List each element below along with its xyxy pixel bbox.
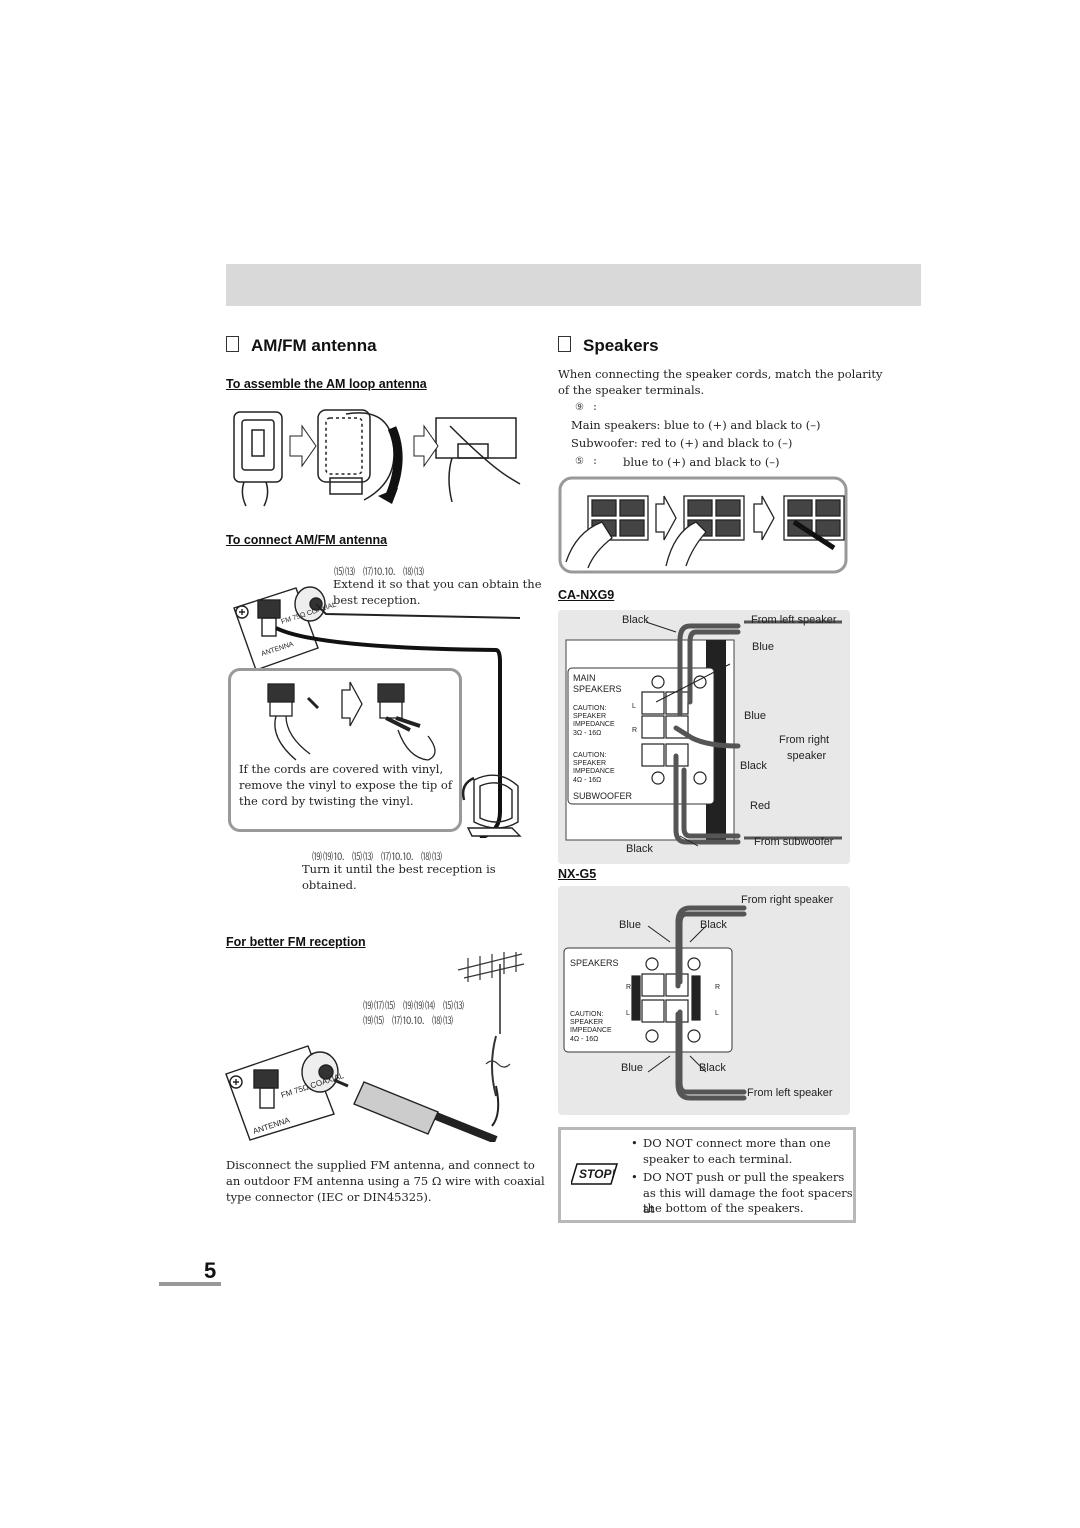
warning-1-line-2: speaker to each terminal.	[643, 1152, 793, 1166]
intro-line-2: of the speaker terminals.	[558, 383, 705, 397]
g9-label-blue-mid: Blue	[744, 710, 767, 722]
g9-panel-ohm-main: 3Ω - 16Ω	[573, 730, 602, 737]
disconnect-line-3: type connector (IEC or DIN45325).	[226, 1190, 432, 1204]
g9-label-black-top: Black	[622, 614, 649, 626]
g5-panel-caution: CAUTION:	[570, 1011, 604, 1018]
better-fm-heading: For better FM reception	[226, 935, 366, 949]
outdoor-glyphs-2: ⒆⒂ ⒄⒑⒑ ⒅⒀	[363, 1016, 455, 1027]
g5-label-from-right: From right speaker	[741, 894, 834, 906]
stop-icon: STOP!	[569, 1160, 619, 1188]
section-title-speakers: Speakers	[558, 336, 659, 356]
checkbox-icon	[558, 336, 571, 352]
warning-1-line-1: DO NOT connect more than one	[643, 1136, 831, 1150]
section-title-antenna: AM/FM antenna	[226, 336, 377, 356]
g9-panel-l: L	[632, 703, 636, 710]
g5-panel-l-left: L	[626, 1010, 630, 1017]
connect-heading: To connect AM/FM antenna	[226, 533, 388, 547]
vinyl-line-2: remove the vinyl to expose the tip of	[239, 778, 453, 792]
model-cnxg9: CA-NXG9	[558, 588, 615, 602]
cnxg9-diagram: Black From left speaker Blue Blue From r…	[558, 610, 850, 864]
g9-label-from-sub: From subwoofer	[754, 836, 834, 848]
fm-note-line-2: best reception.	[333, 593, 421, 607]
g5-label-blue-bottom: Blue	[621, 1062, 644, 1074]
g5-polarity: blue to (+) and black to (–)	[623, 455, 780, 469]
g5-panel-r-right: R	[715, 984, 721, 991]
warning-2-line-1: DO NOT push or pull the speakers	[643, 1170, 845, 1184]
am-loop-assembly-illustration	[233, 409, 521, 507]
g5-label-black-bottom: Black	[699, 1062, 726, 1074]
g9-label-speaker: speaker	[787, 750, 827, 762]
nxg9-glyph: ⑨ :	[575, 402, 600, 413]
g9-label-black-mid: Black	[740, 760, 767, 772]
warning-2-bullet: •	[631, 1170, 638, 1184]
g9-label-red: Red	[750, 800, 771, 812]
warning-box: STOP! • DO NOT connect more than one spe…	[558, 1127, 856, 1223]
nxg5-diagram: From right speaker Blue Black SPEAKERS C…	[558, 886, 850, 1115]
disconnect-line-2: an outdoor FM antenna using a 75 Ω wire …	[226, 1174, 545, 1188]
outdoor-glyphs-1: ⒆⒄⒂ ⒆⒆⒁ ⒂⒀	[363, 1001, 466, 1012]
g5-label-blue-top: Blue	[619, 919, 642, 931]
checkbox-icon	[226, 336, 239, 352]
am-antenna-glyphs: ⒆⒆⒑ ⒂⒀ ⒄⒑⒑ ⒅⒀	[312, 852, 444, 863]
g5-panel-speakers: SPEAKERS	[570, 958, 619, 968]
am-loop-stand-icon	[461, 774, 522, 837]
g5-label-black-top: Black	[700, 919, 727, 931]
g9-panel-subwoofer: SUBWOOFER	[573, 791, 633, 801]
model-nxg5: NX-G5	[558, 867, 597, 881]
g5-panel-ohm: 4Ω - 16Ω	[570, 1036, 599, 1043]
outdoor-antenna-icon	[457, 952, 525, 1097]
g9-panel-speaker-2: SPEAKER	[573, 760, 607, 767]
am-note-line-2: obtained.	[302, 878, 357, 892]
cnxg9-wiring	[565, 620, 842, 847]
g9-panel-impedance-1: IMPEDANCE	[573, 721, 615, 728]
g9-panel-main: MAIN	[573, 673, 596, 683]
g9-panel-caution-2: CAUTION:	[573, 752, 607, 759]
page-number-rule	[159, 1282, 221, 1286]
g5-panel-r-left: R	[626, 984, 632, 991]
warning-2-line-2: as this will damage the foot spacers at	[643, 1186, 853, 1216]
vinyl-strip-illustration	[267, 681, 436, 761]
disconnect-line-1: Disconnect the supplied FM antenna, and …	[226, 1158, 535, 1172]
intro-line-1: When connecting the speaker cords, match…	[558, 367, 883, 381]
header-band	[226, 264, 921, 306]
g9-label-from-right: From right	[779, 734, 830, 746]
g5-label-from-left: From left speaker	[747, 1087, 833, 1099]
antenna-terminal-illustration: FM 75Ω COAXIAL ANTENNA	[233, 586, 521, 838]
g9-label-black-bottom: Black	[626, 843, 653, 855]
g5-panel-speaker: SPEAKER	[570, 1019, 604, 1026]
page-number: 5	[204, 1258, 217, 1283]
fm-note-line-1: Extend it so that you can obtain the	[333, 577, 542, 591]
g9-label-from-left: From left speaker	[751, 614, 837, 626]
fm-antenna-glyphs: ⒂⒀ ⒄⒑⒑ ⒅⒀	[334, 567, 426, 578]
g9-panel-caution-1: CAUTION:	[573, 705, 607, 712]
coaxial-connector-illustration: FM 75Ω COAXIAL ANTENNA	[225, 1045, 500, 1142]
sub-polarity: Subwoofer: red to (+) and black to (–)	[571, 436, 793, 450]
speaker-terminal-steps-illustration	[558, 476, 848, 574]
g9-panel-ohm-sub: 4Ω - 16Ω	[573, 777, 602, 784]
g9-panel-impedance-2: IMPEDANCE	[573, 768, 615, 775]
am-note-line-1: Turn it until the best reception is	[302, 862, 496, 876]
warning-2-line-3: the bottom of the speakers.	[643, 1201, 804, 1215]
vinyl-line-3: the cord by twisting the vinyl.	[239, 794, 414, 808]
vinyl-line-1: If the cords are covered with vinyl,	[239, 762, 444, 776]
assemble-heading: To assemble the AM loop antenna	[226, 377, 427, 391]
g9-panel-speaker-1: SPEAKER	[573, 713, 607, 720]
g5-panel-l-right: L	[715, 1010, 719, 1017]
nxg5-glyph: ⑤ :	[575, 456, 600, 467]
stop-icon-text: STOP!	[579, 1167, 616, 1181]
main-polarity: Main speakers: blue to (+) and black to …	[571, 418, 821, 432]
g9-panel-speakers: SPEAKERS	[573, 684, 622, 694]
g5-panel-impedance: IMPEDANCE	[570, 1027, 612, 1034]
warning-1-bullet: •	[631, 1136, 638, 1150]
g9-label-blue-top: Blue	[752, 641, 775, 653]
g9-panel-r: R	[632, 727, 638, 734]
nxg5-wiring	[563, 905, 747, 1101]
